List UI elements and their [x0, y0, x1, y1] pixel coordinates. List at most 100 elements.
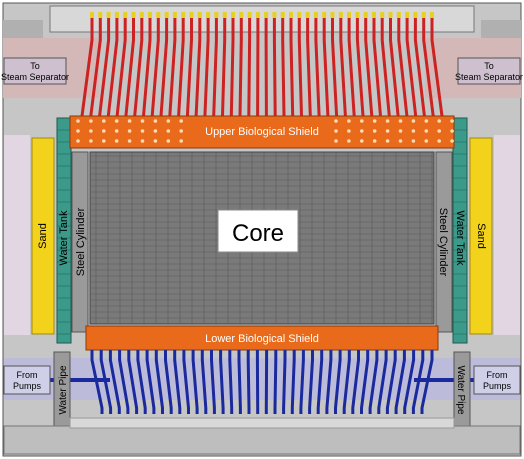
steam-pipe-cap [430, 12, 434, 18]
shield-hole [102, 119, 106, 123]
sand-left [31, 137, 55, 335]
steam-pipe-cap [189, 12, 194, 18]
shield-hole [127, 119, 132, 123]
steam-pipe-cap [106, 12, 111, 18]
water-pipe [316, 350, 324, 414]
steam-pipe-cap [156, 12, 161, 18]
steam-pipe-cap [231, 12, 235, 18]
shield-hole [411, 139, 416, 143]
shield-hole [424, 139, 429, 143]
steam-pipe-cap [330, 12, 335, 18]
from-pumps-right: From Pumps [473, 365, 521, 395]
steam-pipe-cap [305, 12, 310, 18]
water-pipe [325, 350, 333, 414]
steel-cylinder-label-right: Steel Cylinder [437, 208, 449, 277]
shield-hole [166, 129, 171, 133]
shield-hole [450, 119, 454, 123]
from-label-left: From [17, 370, 38, 380]
steam-pipe-cap [289, 12, 293, 18]
water-tank-right [452, 117, 468, 344]
shield-hole [114, 139, 119, 143]
steam-pipe-cap [347, 12, 352, 18]
shield-hole [347, 129, 351, 133]
water-pipe [164, 350, 173, 414]
steel-cylinder-right [435, 151, 453, 333]
shield-hole [76, 129, 80, 133]
water-pipe [290, 350, 296, 414]
water-pipe [246, 350, 251, 414]
steam-pipe-cap [280, 12, 285, 18]
to-label-right: To [484, 61, 494, 71]
steam-pipe-cap [396, 12, 401, 18]
steam-pipe-cap [148, 12, 152, 18]
water-tank-left [56, 117, 72, 344]
steam-pipe [355, 14, 365, 117]
shield-hole [424, 119, 429, 123]
core-grid-lines [90, 152, 434, 324]
core-label-box [217, 209, 299, 253]
shield-hole [385, 139, 390, 143]
steam-pipe-cap [123, 12, 128, 18]
shield-hole [347, 119, 351, 123]
steam-pipe-cap [338, 12, 343, 18]
shield-hole [424, 129, 429, 133]
sand-label-left: Sand [37, 223, 49, 249]
left-top-block [3, 20, 43, 38]
shield-hole [114, 129, 119, 133]
water-pipe [127, 350, 139, 414]
water-pipe [334, 350, 342, 414]
water-pipe [394, 350, 406, 414]
water-pipe [342, 350, 351, 414]
steam-pipe-cap [90, 12, 94, 18]
steam-pipe [380, 14, 391, 117]
shield-hole [450, 139, 454, 143]
shield-hole [102, 129, 106, 133]
water-pipe [299, 350, 305, 414]
shield-hole [140, 129, 145, 133]
shield-hole [179, 139, 183, 143]
shield-hole [140, 119, 145, 123]
water-tank-label-right: Water Tank [454, 210, 466, 266]
water-pipe [182, 350, 190, 414]
shield-hole [334, 129, 338, 133]
shield-hole [179, 129, 183, 133]
steam-pipe [124, 14, 135, 117]
water-pipe [282, 350, 287, 414]
steam-pipe-cap [405, 12, 410, 18]
steam-pipe-cap [181, 12, 186, 18]
steam-pipe [203, 14, 210, 117]
water-tank-grid [57, 129, 467, 335]
steam-pipe-cap [313, 12, 318, 18]
shield-hole [89, 129, 93, 133]
steam-separator-label-left: Steam Separator [1, 72, 69, 82]
steam-pipe [422, 14, 435, 117]
water-pipes [50, 350, 474, 414]
water-pipe [273, 350, 278, 414]
shield-hole [102, 139, 106, 143]
steam-pipe-cap [413, 12, 418, 18]
steel-cylinder-label-left: Steel Cylinder [75, 207, 87, 276]
water-pipe [118, 350, 130, 414]
right-outer-wall [494, 135, 520, 335]
upper-shield-holes [76, 119, 454, 143]
shield-hole [334, 139, 338, 143]
steam-pipe [389, 14, 400, 117]
steam-pipe-cap [363, 12, 368, 18]
steam-pipe [194, 14, 202, 117]
shield-hole [347, 139, 351, 143]
shield-hole [398, 139, 403, 143]
steam-pipe-cap [222, 12, 227, 18]
steam-pipe [247, 14, 252, 117]
steel-cylinder-left [71, 151, 89, 333]
steam-pipe-cap [197, 12, 202, 18]
steam-pipe [133, 14, 144, 117]
steam-pipe [397, 14, 409, 117]
steam-pipe-cap [139, 12, 144, 18]
steam-pipe [297, 14, 303, 117]
shield-hole [437, 129, 442, 133]
steam-separator-label-right: Steam Separator [455, 72, 523, 82]
water-pipe [237, 350, 242, 414]
pumps-label-right: Pumps [483, 381, 512, 391]
steam-pipe [168, 14, 177, 117]
